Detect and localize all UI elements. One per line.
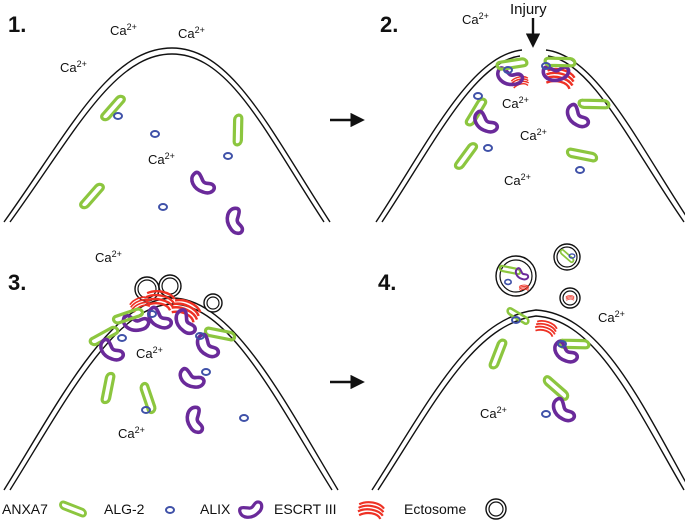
panel-2-number: 2. <box>380 12 398 37</box>
plasma-membrane <box>375 49 685 223</box>
escrt-iii-filament <box>533 317 559 339</box>
alix-protein <box>190 170 217 195</box>
anxa7-protein <box>130 380 166 416</box>
legend-label: ANXA7 <box>2 501 48 517</box>
injury-label: Injury <box>510 1 547 18</box>
alg2-protein <box>201 368 211 376</box>
legend-item-alix: ALIX <box>200 493 266 521</box>
released-ectosome <box>495 255 537 297</box>
calcium-ion-label: Ca2+ <box>502 95 529 111</box>
legend-label: ESCRT III <box>274 501 337 517</box>
calcium-ion-label: Ca2+ <box>148 151 175 167</box>
alix-protein <box>177 363 207 392</box>
alg2-protein <box>239 414 249 422</box>
calcium-ion-label: Ca2+ <box>178 25 205 41</box>
alix-protein <box>99 337 126 362</box>
anxa7-protein <box>542 375 570 401</box>
legend-item-anxa7: ANXA7 <box>2 494 88 521</box>
anxa7-legend-icon <box>58 494 88 521</box>
anxa7-protein <box>452 141 480 171</box>
anxa7-protein <box>481 337 515 371</box>
legend-item-alg2: ALG-2 <box>104 501 175 517</box>
legend-label: ALG-2 <box>104 501 145 517</box>
alg2-protein <box>158 203 168 211</box>
anxa7-protein <box>564 137 600 173</box>
panel-1: 1. Ca2+ Ca2+ Ca2+ Ca2+ <box>3 12 331 238</box>
alix-protein <box>219 203 254 238</box>
alg2-protein <box>117 334 127 342</box>
calcium-ion-label: Ca2+ <box>136 345 163 361</box>
calcium-ion-label: Ca2+ <box>95 249 122 265</box>
alg2-protein <box>150 130 160 138</box>
anxa7-protein <box>79 182 105 210</box>
alg2-protein <box>541 410 551 418</box>
legend: ANXA7 ALG-2 ALIX ESCRT III Ectosome <box>2 493 507 521</box>
alg2-protein <box>483 144 493 152</box>
alix-legend-icon <box>236 493 266 521</box>
escrt-iii-legend-icon <box>356 499 386 521</box>
legend-item-ectosome: Ectosome <box>404 498 507 520</box>
legend-item-escrt-iii: ESCRT III <box>274 499 386 521</box>
panel-2: 2. Injury Ca2+ Ca2+ Ca2+ Ca2+ <box>375 1 685 223</box>
released-ectosome <box>559 287 581 309</box>
legend-label: Ectosome <box>404 501 466 517</box>
ectosome-legend-icon <box>485 498 507 520</box>
panel-1-number: 1. <box>8 12 26 37</box>
calcium-ion-label: Ca2+ <box>60 59 87 75</box>
panel-3-number: 3. <box>8 270 26 295</box>
calcium-ion-label: Ca2+ <box>118 425 145 441</box>
alg2-protein <box>575 166 585 174</box>
alg2-legend-icon <box>165 506 175 514</box>
alg2-protein <box>473 92 483 100</box>
alg2-protein <box>113 112 123 120</box>
anxa7-protein <box>100 94 126 122</box>
panel-4: 4. Ca2+ Ca2+ <box>371 243 685 491</box>
legend-label: ALIX <box>200 501 231 517</box>
plasma-membrane <box>3 47 331 223</box>
alix-protein <box>179 402 214 437</box>
calcium-ion-label: Ca2+ <box>520 127 547 143</box>
calcium-ion-label: Ca2+ <box>480 405 507 421</box>
calcium-ion-label: Ca2+ <box>504 172 531 188</box>
calcium-ion-label: Ca2+ <box>462 11 489 27</box>
alix-protein <box>549 395 579 424</box>
plasma-membrane <box>371 309 685 491</box>
anxa7-protein <box>90 370 126 406</box>
alg2-protein <box>223 152 233 160</box>
calcium-ion-label: Ca2+ <box>598 309 625 325</box>
panel-3: 3. Ca2+ Ca2+ Ca2+ <box>3 249 339 491</box>
anxa7-protein <box>220 112 256 148</box>
calcium-ion-label: Ca2+ <box>110 22 137 38</box>
released-ectosome <box>553 243 581 271</box>
panel-4-number: 4. <box>378 270 396 295</box>
